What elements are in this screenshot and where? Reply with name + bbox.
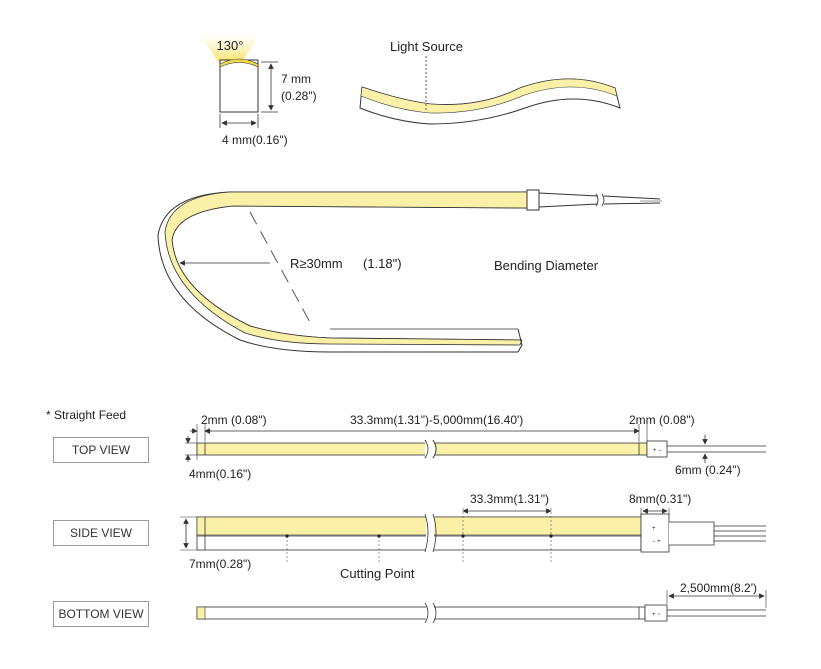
bend-illustration: R≥30mm (1.18") Bending Diameter [157,189,662,353]
profile-height: 7 mm [281,72,311,86]
wave-led-face [360,78,618,114]
right-margin-label: 2mm (0.08") [629,413,695,427]
bottom-cable [667,609,766,617]
bend-radius-in: (1.18") [363,256,402,271]
top-end-cap [646,440,668,458]
end-cap-label: 8mm(0.31") [629,492,691,506]
cut-point-4 [549,534,553,538]
side-view-led-band [196,516,642,536]
side-height-label: 7mm(0.28") [189,557,251,571]
svg-text:− +: − + [652,539,661,545]
length-range-label: 33.3mm(1.31")-5,000mm(16.40') [350,413,523,427]
profile-lens [219,58,259,68]
profile-body [219,59,259,113]
cut-point-1 [285,534,289,538]
side-cable-wires [714,525,766,542]
bend-led-face [164,191,531,346]
side-break-mark [424,513,437,553]
bottom-end-cap [644,604,668,622]
bottom-view-label: BOTTOM VIEW [53,601,149,627]
top-cable [667,445,766,453]
side-view-label: SIDE VIEW [53,520,149,546]
bend-end-cap [526,189,540,211]
profile-section: 130° 7 mm (0.28") 4 mm(0.16") [201,36,317,147]
beam-angle-label: 130° [217,38,244,53]
cut-point-3 [461,534,465,538]
side-view: + − + 33.3mm(1.31") 8mm(0.31") 7mm(0.28"… [180,492,766,581]
bend-outer-edge [157,191,530,353]
beam-glow [201,36,259,63]
side-cable-sleeve [669,521,715,546]
cutting-point-label: Cutting Point [340,566,415,581]
profile-height-in: (0.28") [281,89,317,103]
straight-feed-note: * Straight Feed [46,408,127,422]
cable-width-label: 6mm (0.24") [675,463,741,477]
strip-width-label: 4mm(0.16") [189,467,251,481]
wave-strip: Light Source [359,39,621,125]
bottom-view: + − 2,500mm(8.2') [196,581,767,624]
side-end-cap [640,513,670,553]
left-margin-label: 2mm (0.08") [201,413,267,427]
light-source-label: Light Source [390,39,463,54]
bend-cable [538,192,599,208]
bottom-break-mark [424,602,437,624]
bend-radius: R≥30mm [290,256,343,271]
svg-text:+ −: + − [652,612,661,618]
cut-point-2 [377,534,381,538]
bottom-view-strip [196,606,646,620]
profile-width: 4 mm(0.16") [222,133,288,147]
svg-text:+ −: + − [653,448,662,454]
top-view-strip [196,442,648,456]
cut-interval-label: 33.3mm(1.31") [470,492,549,506]
bend-caption: Bending Diameter [494,258,599,273]
top-view-label: TOP VIEW [53,437,149,463]
top-view: 2mm (0.08") 33.3mm(1.31")-5,000mm(16.40'… [185,413,766,481]
svg-text:+: + [652,526,656,532]
cable-length-label: 2,500mm(8.2') [680,581,757,595]
